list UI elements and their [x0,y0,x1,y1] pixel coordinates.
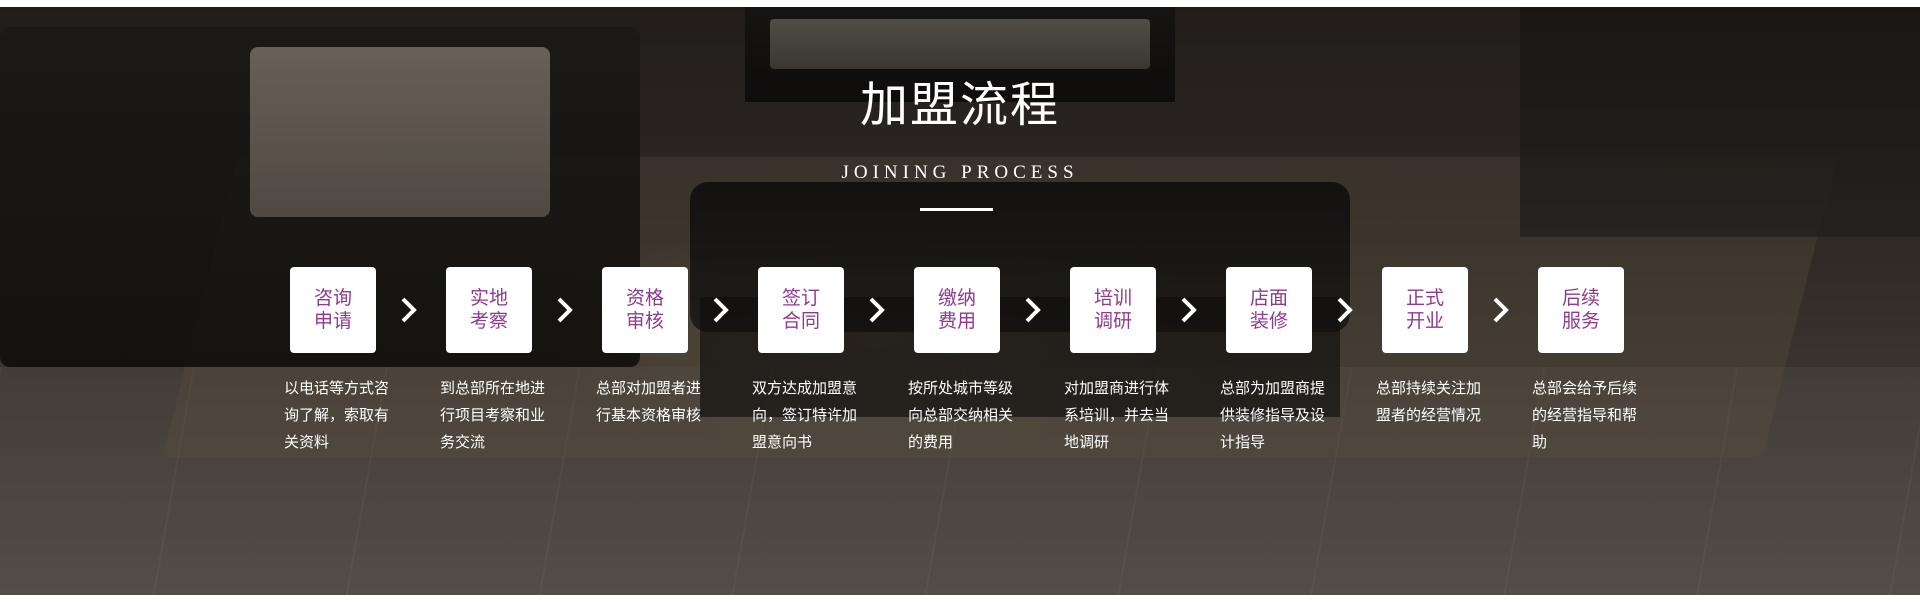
step-box-review: 资格审核 [602,267,688,353]
step-box-decoration: 店面装修 [1226,267,1312,353]
step-box-after-service: 后续服务 [1538,267,1624,353]
step-description: 到总部所在地进行项目考察和业务交流 [440,379,546,451]
title-divider [920,208,993,211]
step-label: 咨询申请 [313,287,352,332]
step-label: 后续服务 [1561,287,1600,332]
step-label: 签订合同 [781,287,820,332]
background-cushion-back [770,19,1150,69]
step-box-inspection: 实地考察 [446,267,532,353]
background-cabinet [1520,7,1920,237]
chevron-right-icon [1025,297,1041,323]
step-label: 正式开业 [1405,287,1444,332]
step-box-payment: 缴纳费用 [914,267,1000,353]
step-label: 店面装修 [1249,287,1288,332]
step-description: 总部为加盟商提供装修指导及设计指导 [1220,379,1326,451]
step-box-opening: 正式开业 [1382,267,1468,353]
step-description: 以电话等方式咨询了解，索取有关资料 [284,379,390,451]
section-title: 加盟流程 [859,77,1060,133]
chevron-right-icon [1337,297,1353,323]
chevron-right-icon [713,297,729,323]
step-description: 总部对加盟者进行基本资格审核 [596,379,702,424]
chevron-right-icon [869,297,885,323]
chevron-right-icon [557,297,573,323]
chevron-right-icon [1493,297,1509,323]
section-subtitle: JOINING PROCESS [841,162,1079,183]
joining-process-banner: 加盟流程 JOINING PROCESS 咨询申请 以电话等方式咨询了解，索取有… [0,7,1920,595]
step-label: 实地考察 [469,287,508,332]
background-cushion [250,47,550,217]
step-box-consult: 咨询申请 [290,267,376,353]
chevron-right-icon [1181,297,1197,323]
step-label: 缴纳费用 [937,287,976,332]
step-description: 双方达成加盟意向，签订特许加盟意向书 [752,379,858,451]
step-box-contract: 签订合同 [758,267,844,353]
step-description: 按所处城市等级向总部交纳相关的费用 [908,379,1014,451]
step-box-training: 培训调研 [1070,267,1156,353]
step-label: 资格审核 [625,287,664,332]
step-description: 总部会给予后续的经营指导和帮助 [1532,379,1638,451]
step-description: 对加盟商进行体系培训，并去当地调研 [1064,379,1170,451]
step-description: 总部持续关注加盟者的经营情况 [1376,379,1482,424]
chevron-right-icon [401,297,417,323]
step-label: 培训调研 [1093,287,1132,332]
